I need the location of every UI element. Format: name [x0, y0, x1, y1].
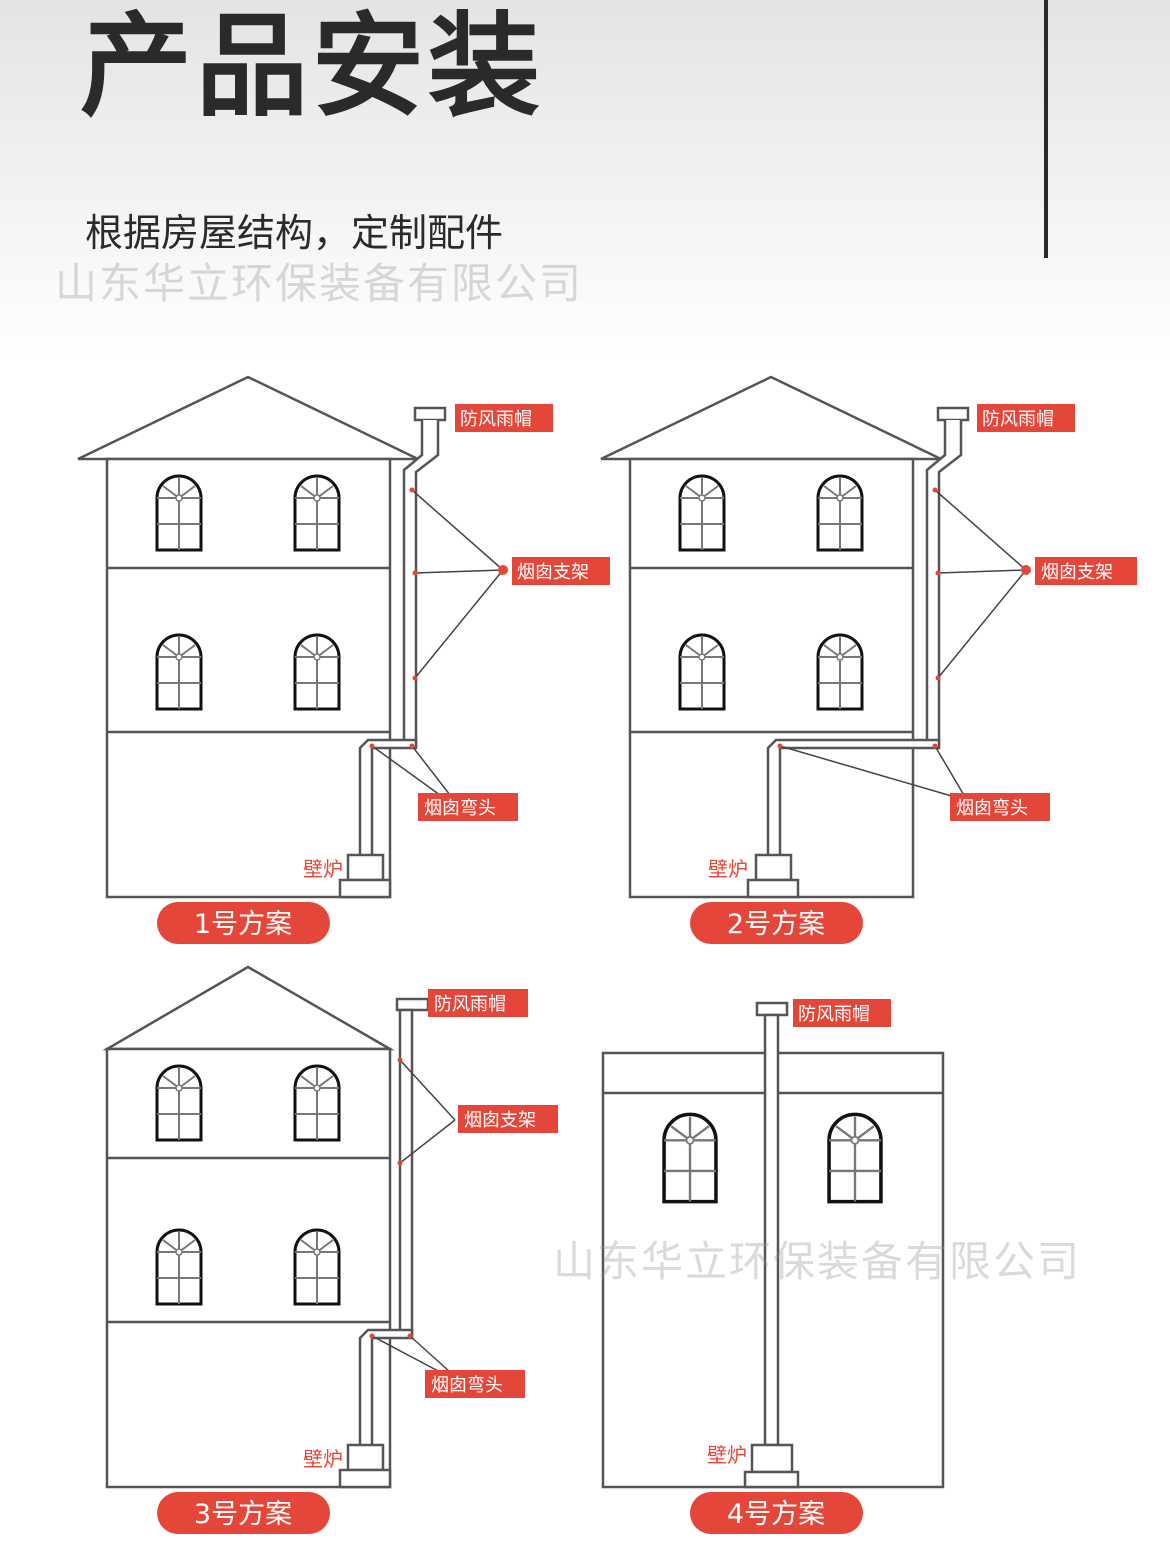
plan-3-label: 3号方案	[194, 1499, 292, 1530]
plan-2-label: 2号方案	[727, 909, 825, 940]
label-rain-cap: 防风雨帽	[460, 409, 532, 430]
divider	[1044, 0, 1048, 258]
label-boxes: 防风雨帽 烟囱支架 烟囱弯头 壁炉 防风雨帽 烟囱支架 烟囱弯头 壁炉 防风雨帽…	[303, 404, 1137, 1471]
label-fireplace: 壁炉	[303, 1447, 343, 1471]
house-plan-4	[601, 1001, 945, 1489]
label-fireplace: 壁炉	[707, 1443, 747, 1467]
label-elbow: 烟囱弯头	[956, 798, 1028, 819]
label-elbow: 烟囱弯头	[431, 1375, 503, 1396]
label-bracket: 烟囱支架	[1041, 562, 1113, 583]
plan-pills: 1号方案 2号方案 3号方案 4号方案	[157, 902, 863, 1534]
label-fireplace: 壁炉	[303, 857, 343, 881]
label-rain-cap: 防风雨帽	[982, 409, 1054, 430]
label-rain-cap: 防风雨帽	[798, 1004, 870, 1025]
watermark: 山东华立环保装备有限公司	[553, 1237, 1082, 1286]
page-title: 产品安装	[80, 2, 544, 132]
label-fireplace: 壁炉	[708, 857, 748, 881]
house-plan-3	[102, 965, 456, 1489]
label-bracket: 烟囱支架	[464, 1110, 536, 1131]
house-plan-1	[77, 375, 504, 899]
page-subtitle: 根据房屋结构，定制配件	[85, 211, 504, 255]
house-plan-2	[600, 375, 1027, 899]
label-bracket: 烟囱支架	[517, 562, 589, 583]
watermark: 山东华立环保装备有限公司	[55, 259, 584, 308]
plan-1-label: 1号方案	[194, 909, 292, 940]
plan-4-label: 4号方案	[727, 1499, 825, 1530]
label-rain-cap: 防风雨帽	[434, 994, 506, 1015]
label-elbow: 烟囱弯头	[424, 798, 496, 819]
bracket-points	[369, 487, 1031, 1339]
